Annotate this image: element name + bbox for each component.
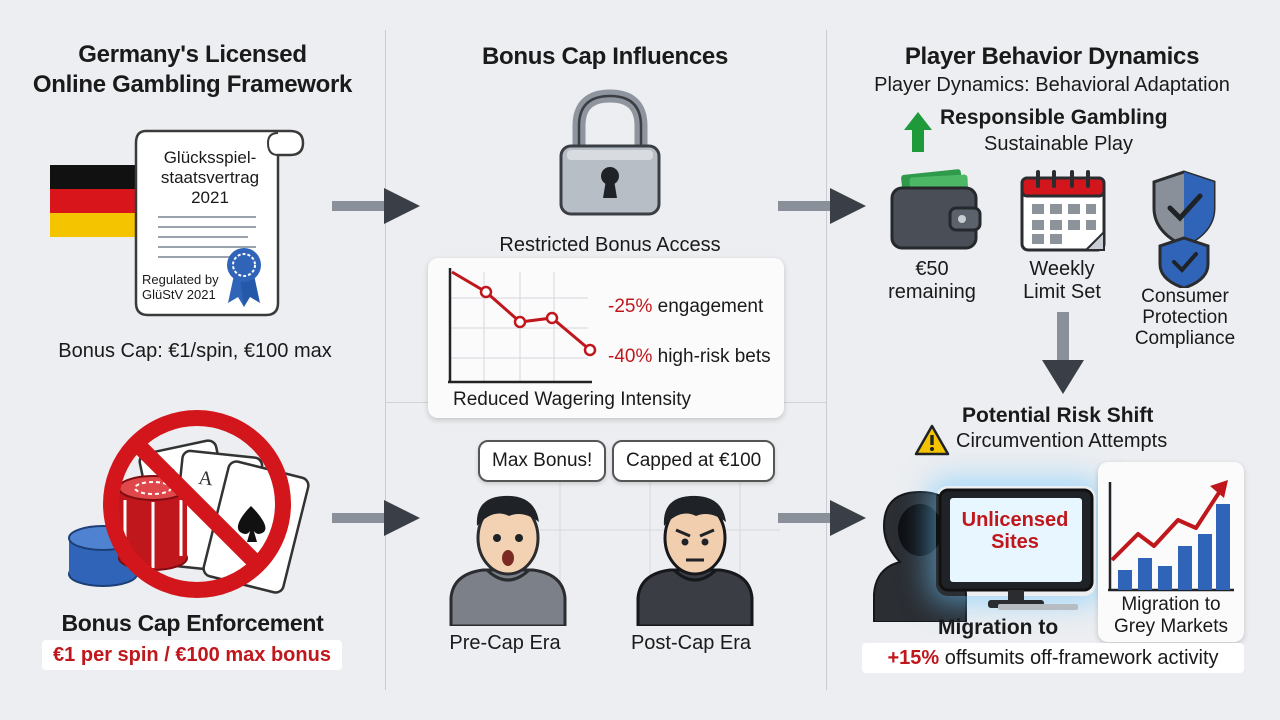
prohibition-icon [103, 410, 291, 598]
chart-bar [1118, 570, 1132, 590]
stat-engagement-label: engagement [657, 296, 764, 317]
grey-market-caption: Migration to Grey Markets [1113, 594, 1229, 637]
enforcement-title: Bonus Cap Enforcement [61, 610, 324, 636]
regulated-by-label: Regulated by GlüStV 2021 [142, 272, 219, 302]
monitor-icon [938, 488, 1094, 610]
migration-stat: +15% [887, 647, 940, 669]
post-cap-era-label: Post-Cap Era [630, 632, 752, 654]
chart-bar [1216, 504, 1230, 590]
wagering-chart-card [428, 258, 784, 418]
consumer-protection-compliance: Consumer Protection Compliance [1134, 286, 1236, 349]
bonus-cap-label: Bonus Cap: €1/spin, €100 max [58, 340, 332, 362]
chart-point [583, 343, 597, 357]
svg-text:A: A [197, 467, 214, 490]
left-title: Germany's Licensed Online Gambling Frame… [10, 40, 375, 100]
divider-left [385, 30, 386, 690]
weekly-label: Weekly [1029, 258, 1095, 280]
divider-right [826, 30, 827, 690]
stat-engagement-value: -25% [608, 296, 653, 317]
treaty-title: Glücksspiel- staatsvertrag 2021 [160, 148, 260, 207]
risk-shift-title: Potential Risk Shift [962, 404, 1154, 427]
responsible-gambling-title: Responsible Gambling [940, 106, 1168, 129]
enforcement-detail: €1 per spin / €100 max bonus [42, 640, 342, 670]
restricted-bonus-access: Restricted Bonus Access [499, 234, 721, 256]
stat-high-risk-value: -40% [608, 346, 653, 367]
padlock-icon [559, 89, 661, 216]
treaty-document-icon [134, 129, 305, 317]
stat-high-risk-label: high-risk bets [657, 346, 771, 367]
flow-arrow-bottom-right [778, 500, 866, 536]
wallet-icon [890, 169, 982, 250]
seal-ribbon-icon [227, 248, 261, 307]
migration-title: Migration to [938, 616, 1059, 639]
left-title-line2: Online Gambling Framework [32, 71, 353, 98]
migration-detail-box: +15% offsumits off-framework activity [862, 643, 1244, 673]
calendar-icon [1020, 170, 1106, 252]
flow-arrow-bottom-left [332, 500, 420, 536]
casino-chips-icon [68, 475, 188, 587]
pre-cap-era-label: Pre-Cap Era [449, 632, 561, 654]
down-arrow-icon [1042, 312, 1084, 394]
stat-engagement: -25% engagement [608, 296, 763, 318]
weekly-limit: Weekly Limit Set [1002, 258, 1122, 304]
migration-detail: offsumits off-framework activity [944, 647, 1219, 669]
wallet-amount: €50 [915, 258, 949, 280]
stat-high-risk: -40% high-risk bets [608, 346, 771, 368]
unlicensed-sites-label: Unlicensed Sites [961, 509, 1069, 553]
wallet-remaining: €50 remaining [872, 258, 992, 304]
middle-title: Bonus Cap Influences [481, 43, 729, 70]
wallet-remaining-label: remaining [888, 281, 976, 303]
grey-market-growth-chart [1108, 480, 1234, 592]
right-subtitle: Player Dynamics: Behavioral Adaptation [874, 74, 1230, 96]
right-title: Player Behavior Dynamics [904, 43, 1200, 70]
germany-flag-icon [50, 165, 148, 237]
up-arrow-icon [904, 112, 932, 152]
surprised-person-icon [449, 495, 567, 626]
circumvention-label: Circumvention Attempts [956, 430, 1168, 452]
chart-bar [1198, 534, 1212, 590]
sustainable-play-label: Sustainable Play [984, 133, 1133, 155]
chart-point [479, 285, 493, 299]
chart-bar [1178, 546, 1192, 590]
chart-point [513, 315, 527, 329]
wagering-decline-chart [448, 268, 597, 384]
chart-point [545, 311, 559, 325]
speech-bubble-post-cap: Capped at €100 [612, 440, 776, 482]
shield-check-icon [1152, 170, 1216, 288]
chart-bar [1158, 566, 1172, 590]
background-grid [540, 470, 780, 590]
frustrated-person-icon [636, 495, 754, 626]
chart-caption: Reduced Wagering Intensity [453, 389, 691, 410]
flow-arrow-top-left [332, 188, 420, 224]
casino-chips-cards-illustration: A A [68, 410, 310, 598]
left-title-line1: Germany's Licensed [78, 41, 307, 68]
speech-bubble-pre-cap: Max Bonus! [478, 440, 607, 482]
warning-icon [914, 424, 950, 456]
limit-set-label: Limit Set [1023, 281, 1101, 303]
flow-arrow-top-right [778, 188, 866, 224]
chart-bar [1138, 558, 1152, 590]
